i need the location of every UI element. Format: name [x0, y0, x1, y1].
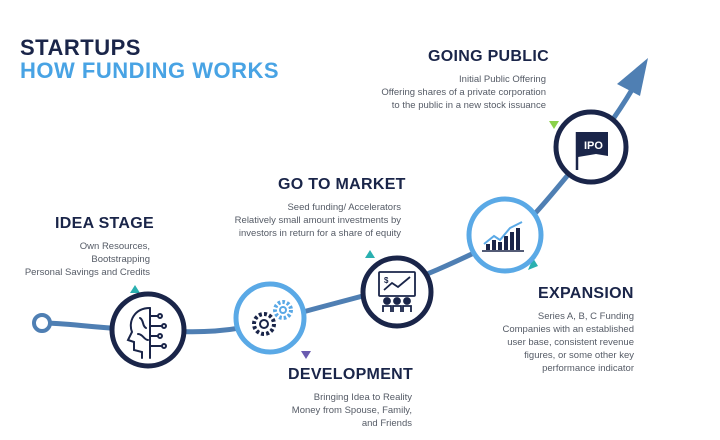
idea-line: Personal Savings and Credits	[24, 267, 150, 278]
presentation-board-icon: $	[378, 271, 416, 312]
expansion-line: performance indicator	[542, 363, 634, 374]
marker-idea	[130, 285, 140, 293]
public-line: to the public in a new stock issuance	[391, 100, 546, 111]
idea-line: Own Resources,	[79, 241, 150, 252]
arrow-up-icon	[617, 58, 648, 96]
expansion-line: user base, consistent revenue	[507, 337, 634, 348]
ipo-flag-icon: IPO	[575, 132, 608, 170]
public-description: Initial Public Offering Offering shares …	[381, 73, 546, 112]
marker-public	[549, 121, 559, 129]
idea-description: Own Resources, Bootstrapping Personal Sa…	[25, 240, 150, 279]
public-title: GOING PUBLIC	[428, 48, 549, 65]
page-subtitle: HOW FUNDING WORKS	[20, 58, 280, 83]
svg-text:$: $	[384, 276, 389, 285]
expansion-line: Companies with an established	[502, 324, 635, 335]
market-title: GO TO MARKET	[278, 176, 406, 193]
development-line: Money from Spouse, Family,	[291, 405, 412, 416]
brain-head-icon	[126, 307, 167, 359]
development-line: and Friends	[361, 418, 412, 429]
expansion-title: EXPANSION	[538, 285, 634, 302]
public-node: IPO	[553, 109, 629, 185]
expansion-line: Series A, B, C Funding	[537, 311, 634, 322]
ipo-flag-text: IPO	[584, 140, 603, 152]
development-node	[233, 281, 307, 355]
start-node	[32, 313, 52, 333]
growth-chart-icon	[482, 221, 524, 252]
public-line: Initial Public Offering	[459, 74, 546, 85]
market-node: $	[360, 255, 434, 329]
development-title: DEVELOPMENT	[288, 366, 414, 383]
expansion-description: Series A, B, C Funding Companies with an…	[503, 310, 635, 375]
market-line: Seed funding/ Accelerators	[287, 202, 401, 213]
marker-expansion	[528, 258, 538, 270]
market-line: Relatively small amount investments by	[234, 215, 401, 226]
market-line: investors in return for a share of equit…	[238, 228, 401, 239]
market-description: Seed funding/ Accelerators Relatively sm…	[235, 201, 401, 240]
idea-node	[109, 291, 187, 369]
marker-development	[301, 351, 311, 359]
idea-title: IDEA STAGE	[55, 215, 155, 232]
marker-market	[365, 250, 375, 258]
expansion-line: figures, or some other key	[524, 350, 634, 361]
development-description: Bringing Idea to Reality Money from Spou…	[292, 391, 412, 430]
public-line: Offering shares of a private corporation	[381, 87, 546, 98]
expansion-node	[466, 196, 544, 274]
idea-line: Bootstrapping	[91, 254, 150, 265]
development-line: Bringing Idea to Reality	[313, 392, 412, 403]
gears-icon	[252, 300, 293, 336]
page-title: STARTUPS	[20, 35, 141, 60]
